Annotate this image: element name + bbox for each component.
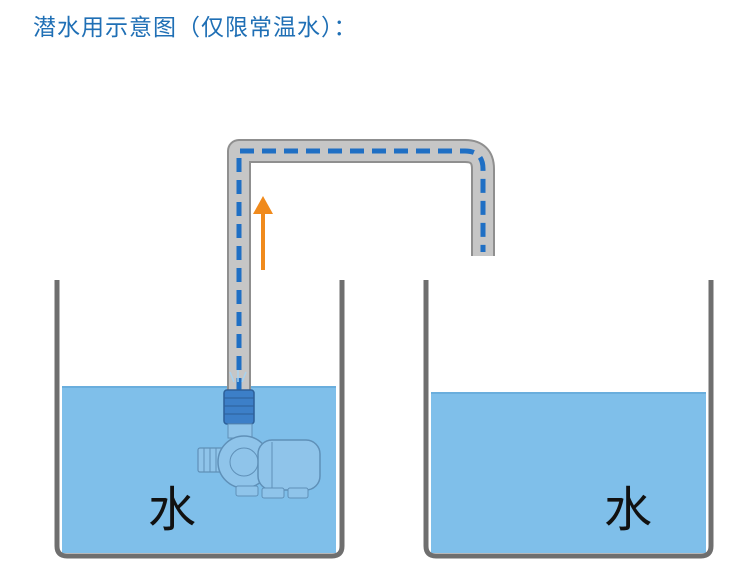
outlet-pipe <box>229 141 493 395</box>
right-tank <box>423 280 714 559</box>
right-tank-label: 水 <box>604 482 652 538</box>
submersible-pump-icon <box>197 370 321 499</box>
page-title: 潜水用示意图（仅限常温水）： <box>33 15 358 41</box>
up-arrow-icon <box>253 196 273 270</box>
outlet-pipe-edge <box>227 139 495 395</box>
left-tank <box>54 280 345 559</box>
right-tank-water <box>431 393 706 553</box>
water-flow-line <box>236 148 486 392</box>
left-tank-label: 水 <box>148 482 196 538</box>
